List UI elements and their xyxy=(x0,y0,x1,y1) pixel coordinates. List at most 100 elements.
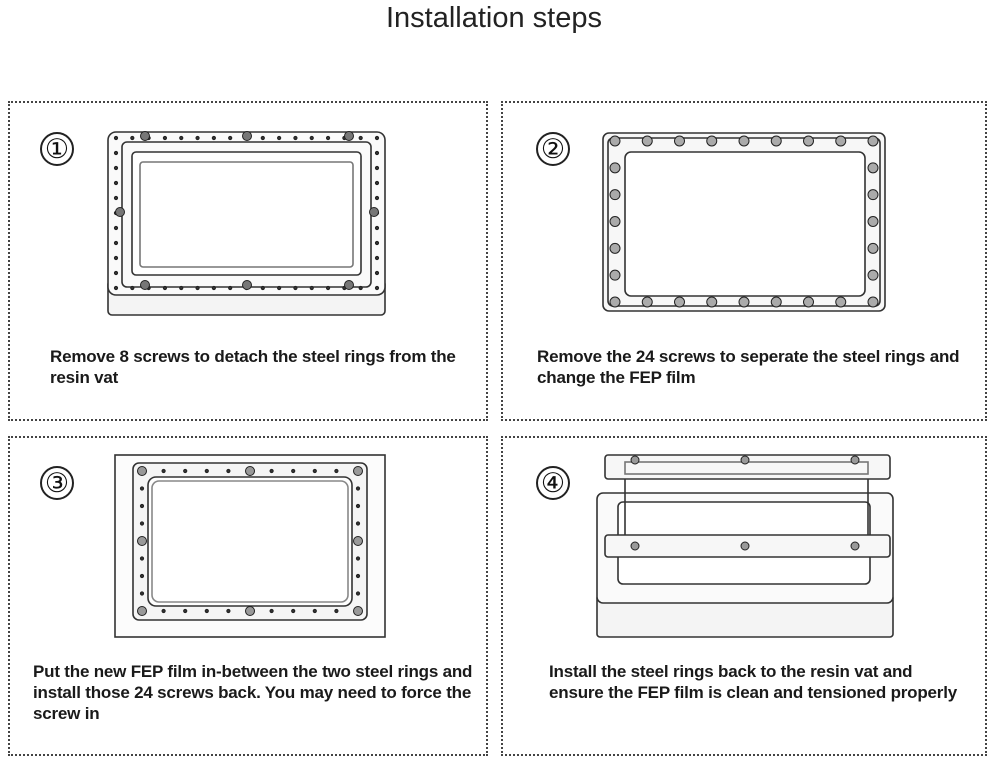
screw-hole-icon xyxy=(113,195,119,201)
screw-hole-icon xyxy=(309,285,314,291)
screw-hole-icon xyxy=(139,521,145,526)
screw-hole-icon xyxy=(226,608,231,614)
screw-icon xyxy=(867,216,879,227)
screw-hole-icon xyxy=(374,195,380,201)
screw-icon xyxy=(630,455,640,465)
screw-hole-icon xyxy=(139,556,145,561)
screw-hole-icon xyxy=(312,468,317,474)
screw-hole-icon xyxy=(374,150,380,156)
step-1-text: Remove 8 screws to detach the steel ring… xyxy=(50,347,456,387)
screw-icon xyxy=(706,135,718,147)
screw-icon xyxy=(770,296,782,308)
screw-hole-icon xyxy=(269,608,274,614)
step-3-number: ③ xyxy=(40,466,74,500)
screw-hole-icon xyxy=(195,135,200,141)
screw-icon xyxy=(706,296,718,308)
step-3-fep-film-illustration xyxy=(114,454,386,638)
screw-icon xyxy=(344,280,354,290)
screw-hole-icon xyxy=(226,468,231,474)
screw-hole-icon xyxy=(334,468,339,474)
screw-icon xyxy=(803,296,814,308)
screw-hole-icon xyxy=(355,556,361,561)
screw-hole-icon xyxy=(358,135,363,141)
step-2-number: ② xyxy=(536,132,570,166)
step-4-number: ④ xyxy=(536,466,570,500)
screw-icon xyxy=(867,162,879,174)
screw-hole-icon xyxy=(130,135,135,141)
screw-hole-icon xyxy=(113,285,119,291)
screw-icon xyxy=(609,189,621,201)
step-4-panel xyxy=(501,436,987,756)
screw-hole-icon xyxy=(139,486,145,491)
screw-icon xyxy=(609,135,621,147)
screw-hole-icon xyxy=(113,240,119,246)
screw-hole-icon xyxy=(130,285,135,291)
page-title: Installation steps xyxy=(385,2,602,34)
screw-icon xyxy=(609,296,621,308)
screw-icon xyxy=(740,541,750,551)
screw-hole-icon xyxy=(374,165,380,171)
screw-hole-icon xyxy=(211,285,216,291)
screw-icon xyxy=(609,162,621,174)
screw-icon xyxy=(344,131,354,141)
screw-hole-icon xyxy=(204,608,209,614)
screw-hole-icon xyxy=(113,165,119,171)
screw-icon xyxy=(867,269,879,281)
screw-hole-icon xyxy=(309,135,314,141)
screw-hole-icon xyxy=(162,135,168,141)
screw-hole-icon xyxy=(291,608,296,614)
step-1-panel xyxy=(8,101,488,421)
screw-hole-icon xyxy=(325,135,331,141)
screw-icon xyxy=(369,207,379,217)
screw-hole-icon xyxy=(139,573,145,579)
screw-hole-icon xyxy=(277,285,282,291)
screw-hole-icon xyxy=(355,591,361,596)
screw-icon xyxy=(867,296,879,308)
screw-icon xyxy=(353,466,363,476)
screw-icon xyxy=(835,296,847,308)
step-1-number: ① xyxy=(40,132,74,166)
screw-hole-icon xyxy=(293,285,298,291)
screw-hole-icon xyxy=(211,135,216,141)
screw-icon xyxy=(137,536,147,546)
step-2-steel-ring-illustration xyxy=(602,132,886,312)
screw-hole-icon xyxy=(355,486,361,491)
screw-hole-icon xyxy=(195,285,200,291)
screw-hole-icon xyxy=(269,468,274,474)
screw-icon xyxy=(242,280,252,290)
screw-icon xyxy=(674,296,685,308)
step-2-text: Remove the 24 screws to seperate the ste… xyxy=(537,347,960,387)
screw-icon xyxy=(674,135,685,147)
screw-icon xyxy=(641,296,653,308)
screw-icon xyxy=(242,131,252,141)
screw-icon xyxy=(245,606,255,616)
screw-hole-icon xyxy=(374,135,380,141)
screw-hole-icon xyxy=(358,285,363,291)
screw-icon xyxy=(140,131,150,141)
screw-hole-icon xyxy=(374,240,380,246)
screw-icon xyxy=(609,269,621,281)
screw-icon xyxy=(140,280,150,290)
screw-hole-icon xyxy=(179,135,184,141)
step-4-text: Install the steel rings back to the resi… xyxy=(549,662,957,702)
screw-icon xyxy=(738,135,750,147)
screw-icon xyxy=(641,135,653,147)
screw-icon xyxy=(115,207,125,217)
screw-icon xyxy=(867,189,879,201)
screw-hole-icon xyxy=(291,468,296,474)
screw-icon xyxy=(353,536,363,546)
screw-hole-icon xyxy=(161,608,166,614)
screw-hole-icon xyxy=(179,285,184,291)
screw-hole-icon xyxy=(374,270,380,276)
screw-hole-icon xyxy=(260,285,265,291)
screw-icon xyxy=(740,455,750,465)
screw-icon xyxy=(245,466,255,476)
screw-hole-icon xyxy=(113,255,119,261)
screw-hole-icon xyxy=(139,591,145,596)
screw-hole-icon xyxy=(113,135,119,141)
screw-hole-icon xyxy=(334,608,339,614)
screw-hole-icon xyxy=(355,503,361,509)
step-2-panel xyxy=(501,101,987,421)
screw-hole-icon xyxy=(312,608,317,614)
screw-hole-icon xyxy=(113,180,119,186)
